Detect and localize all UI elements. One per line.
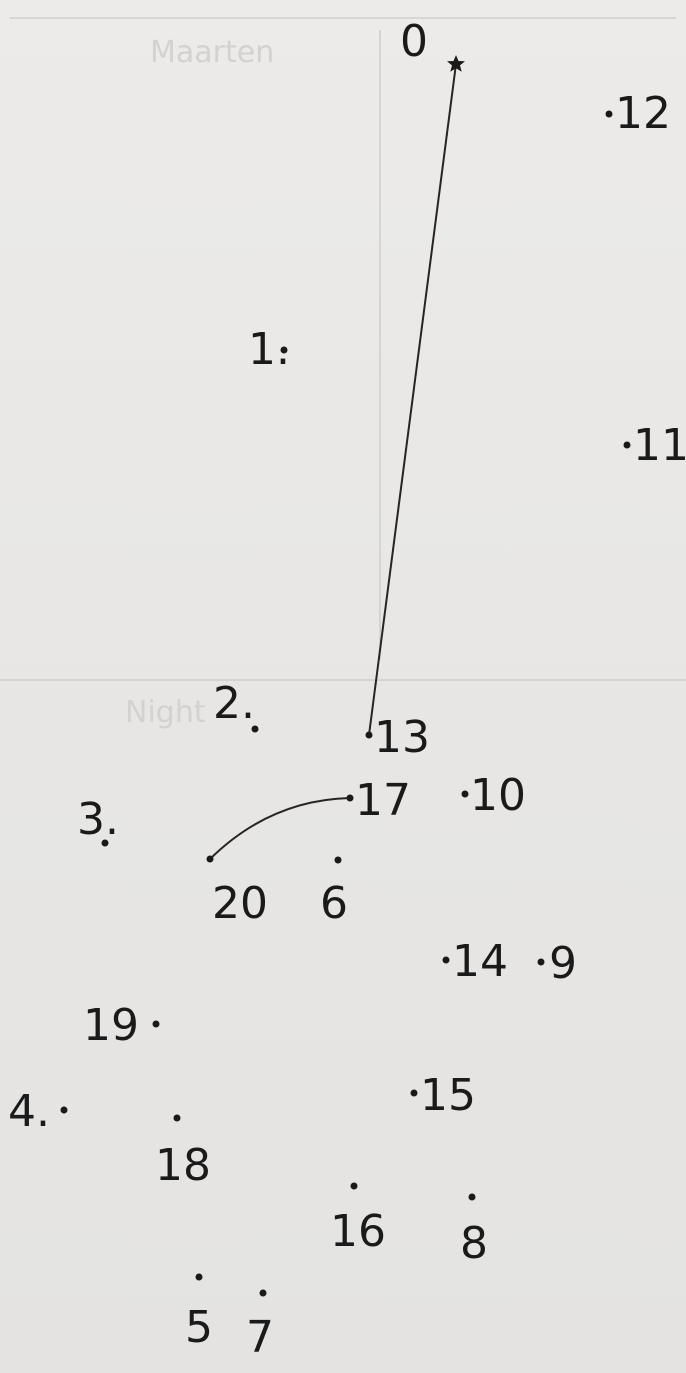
dot-19: [152, 1020, 160, 1028]
dot-18: [173, 1114, 181, 1122]
label-12: 12: [615, 88, 671, 139]
dot-2: [251, 725, 259, 733]
label-4: 4.: [8, 1086, 50, 1137]
dot-20: [206, 855, 214, 863]
line-0-to-13: [368, 63, 457, 736]
star-icon: [447, 55, 465, 72]
label-20: 20: [212, 878, 268, 929]
dot-15: [410, 1089, 418, 1097]
label-5: 5: [185, 1302, 213, 1353]
label-11: 11: [633, 420, 686, 471]
label-8: 8: [460, 1218, 488, 1269]
dot-10: [461, 790, 469, 798]
label-2: 2.: [213, 678, 255, 729]
label-1: 1.: [248, 324, 290, 375]
dot-9: [537, 958, 545, 966]
ghost-mid-word: Night: [125, 695, 206, 730]
label-16: 16: [330, 1206, 386, 1257]
dot-12: [605, 110, 613, 118]
dot-11: [623, 441, 631, 449]
dot-4: [60, 1106, 68, 1114]
label-14: 14: [452, 936, 508, 987]
label-6: 6: [320, 878, 348, 929]
dot-5: [195, 1273, 203, 1281]
dot-3: [101, 839, 109, 847]
dot-16: [350, 1182, 358, 1190]
label-18: 18: [155, 1140, 211, 1191]
dot-8: [468, 1193, 476, 1201]
dot-7: [259, 1289, 267, 1297]
dot-14: [442, 956, 450, 964]
dot-6: [334, 856, 342, 864]
dot-13: [365, 731, 373, 739]
label-10: 10: [470, 770, 526, 821]
label-7: 7: [246, 1312, 274, 1363]
dot-17: [346, 794, 354, 802]
label-9: 9: [549, 938, 577, 989]
label-17: 17: [355, 775, 411, 826]
ghost-top-word: Maarten: [150, 35, 274, 70]
label-15: 15: [420, 1070, 476, 1121]
dot-1: [280, 346, 288, 354]
label-0: 0: [400, 16, 428, 67]
label-3: 3.: [77, 794, 119, 845]
bleed-through: Maarten Night: [0, 17, 686, 730]
label-19: 19: [83, 1000, 139, 1051]
curve-20-to-17: [209, 797, 351, 860]
label-13: 13: [374, 712, 430, 763]
